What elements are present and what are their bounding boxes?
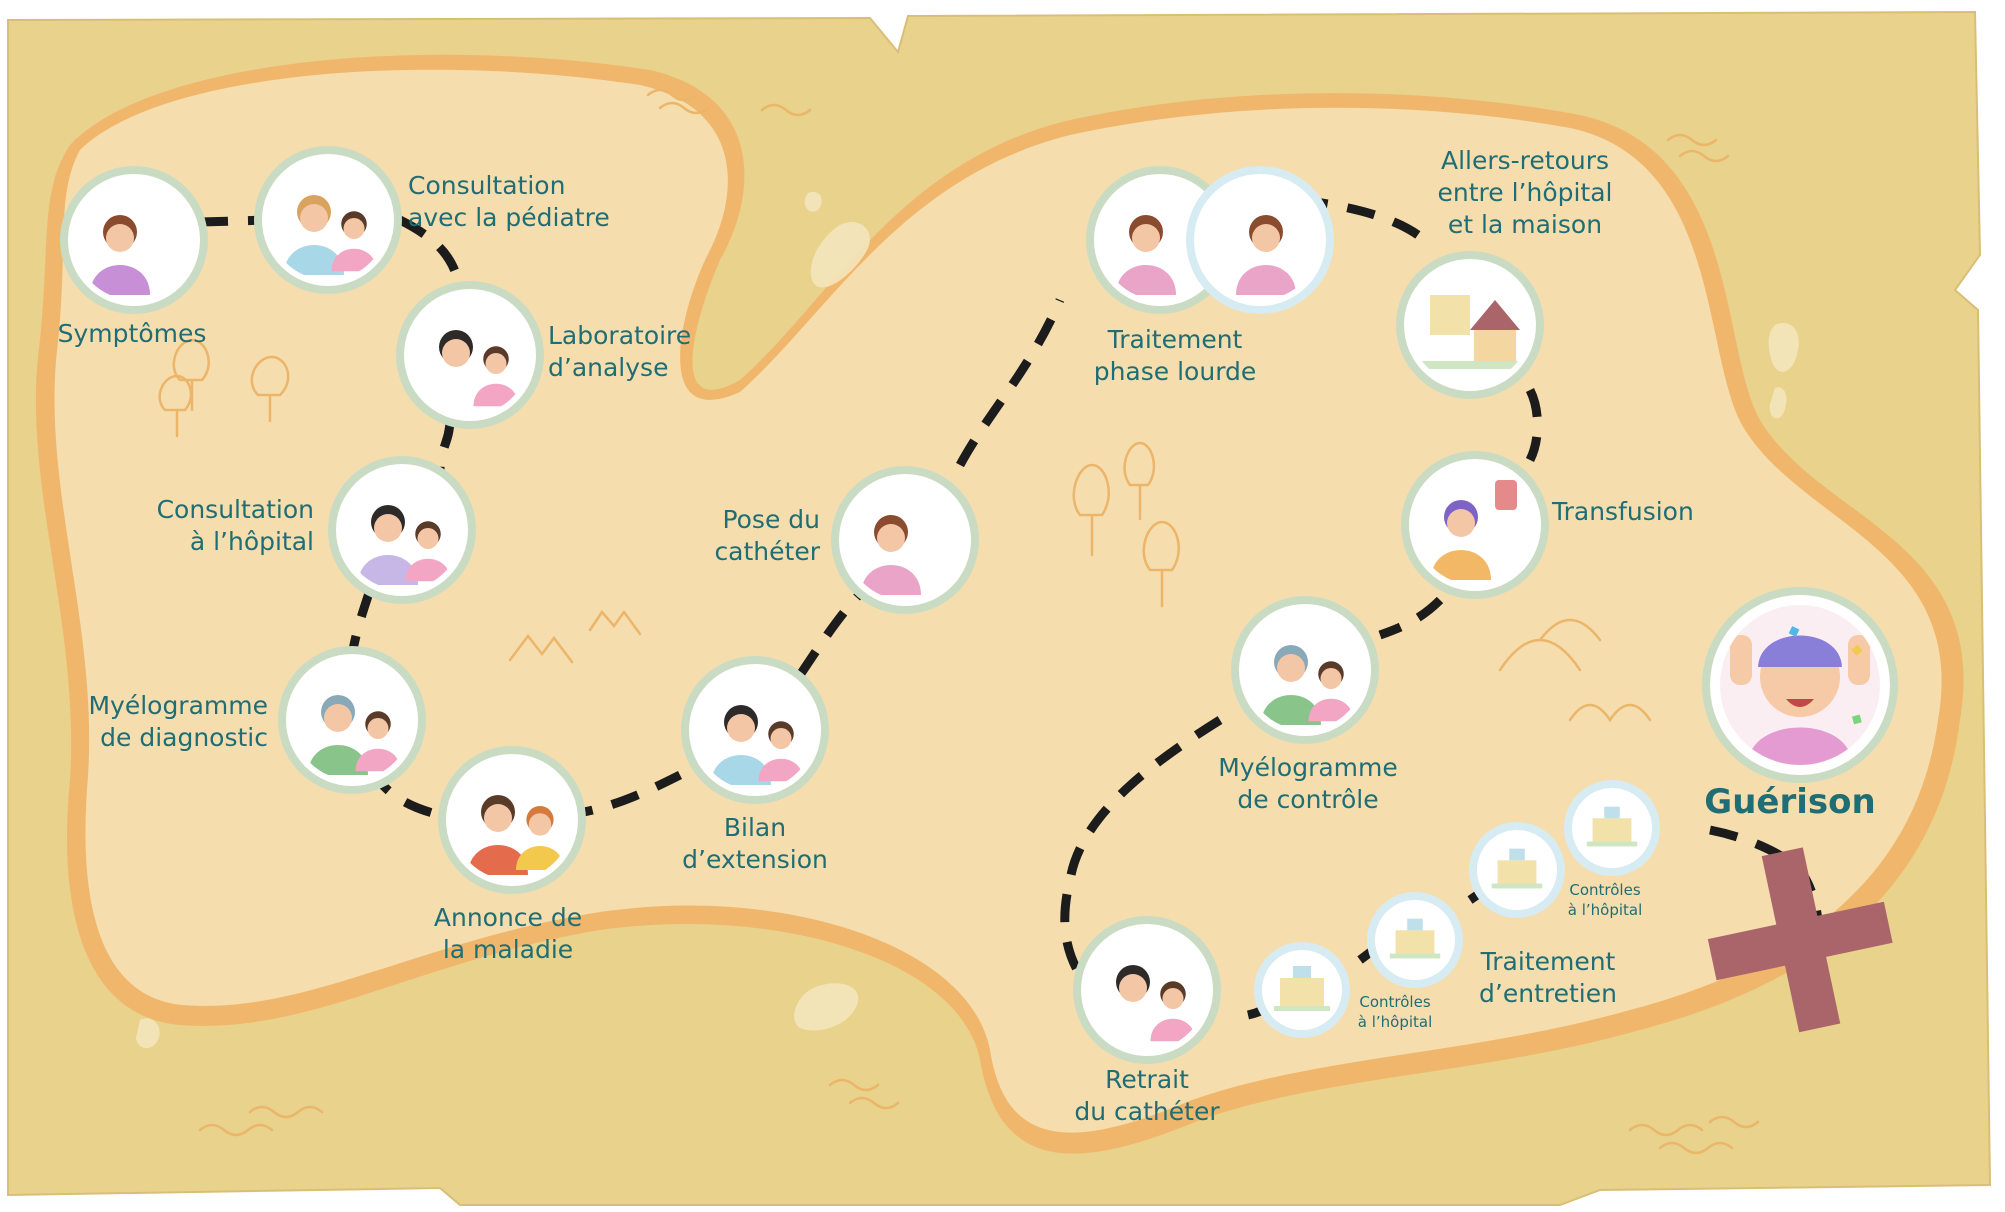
step-label-myelogramme-controle: Myélogramme de contrôle [1218, 753, 1398, 814]
step-label-consultation-hopital: Consultation à l’hôpital [156, 495, 314, 556]
step-label-pose-catheter: Pose du cathéter [714, 505, 820, 566]
step-label-transfusion: Transfusion [1552, 497, 1694, 526]
family-announcement-icon [438, 746, 586, 894]
step-label-annonce-maladie: Annonce de la maladie [433, 903, 583, 964]
step-label-bilan-extension: Bilan d’extension [682, 813, 828, 874]
step-label-retrait-catheter: Retrait du cathéter [1074, 1065, 1220, 1126]
doctor-stethoscope-icon [254, 146, 402, 294]
medical-procedure-icon [1231, 596, 1379, 744]
transfusion-bag-icon [1401, 451, 1549, 599]
celebrating-child-icon [1702, 587, 1898, 783]
step-label-controles-1: Contrôles à l’hôpital [1357, 993, 1433, 1031]
x-mark-icon [1707, 847, 1893, 1033]
step-label-laboratoire: Laboratoire d’analyse [548, 321, 692, 382]
girl-eating-icon [1186, 166, 1334, 314]
small-hospital-icon [1469, 822, 1565, 918]
step-label-consultation-pediatre: Consultation avec la pédiatre [408, 171, 610, 232]
step-label-traitement-lourd: Traitement phase lourde [1093, 325, 1257, 386]
step-label-controles-2: Contrôles à l’hôpital [1567, 881, 1643, 919]
nurse-care-icon [681, 656, 829, 804]
decorative-blobs [136, 191, 1799, 1049]
decorative-sketches [158, 88, 1760, 1155]
child-in-bed-icon [60, 166, 208, 314]
hospital-icon [1367, 892, 1463, 988]
hospital-and-house-icon [1396, 251, 1544, 399]
doctor-consultation-icon [1073, 916, 1221, 1064]
doctor-exam-icon [328, 456, 476, 604]
medical-procedure-icon [278, 646, 426, 794]
small-hospital-icon [1564, 780, 1660, 876]
blood-test-icon [396, 281, 544, 429]
step-label-allers-retours: Allers-retours entre l’hôpital et la mai… [1437, 146, 1613, 239]
girl-catheter-icon [831, 466, 979, 614]
small-hospital-icon [1254, 942, 1350, 1038]
route-path [199, 195, 1823, 1020]
step-label-traitement-entretien: Traitement d’entretien [1479, 947, 1617, 1008]
step-label-myelogramme-diagnostic: Myélogramme de diagnostic [88, 691, 268, 752]
step-label-guerison: Guérison [1704, 782, 1876, 822]
step-label-symptomes: Symptômes [57, 319, 207, 348]
